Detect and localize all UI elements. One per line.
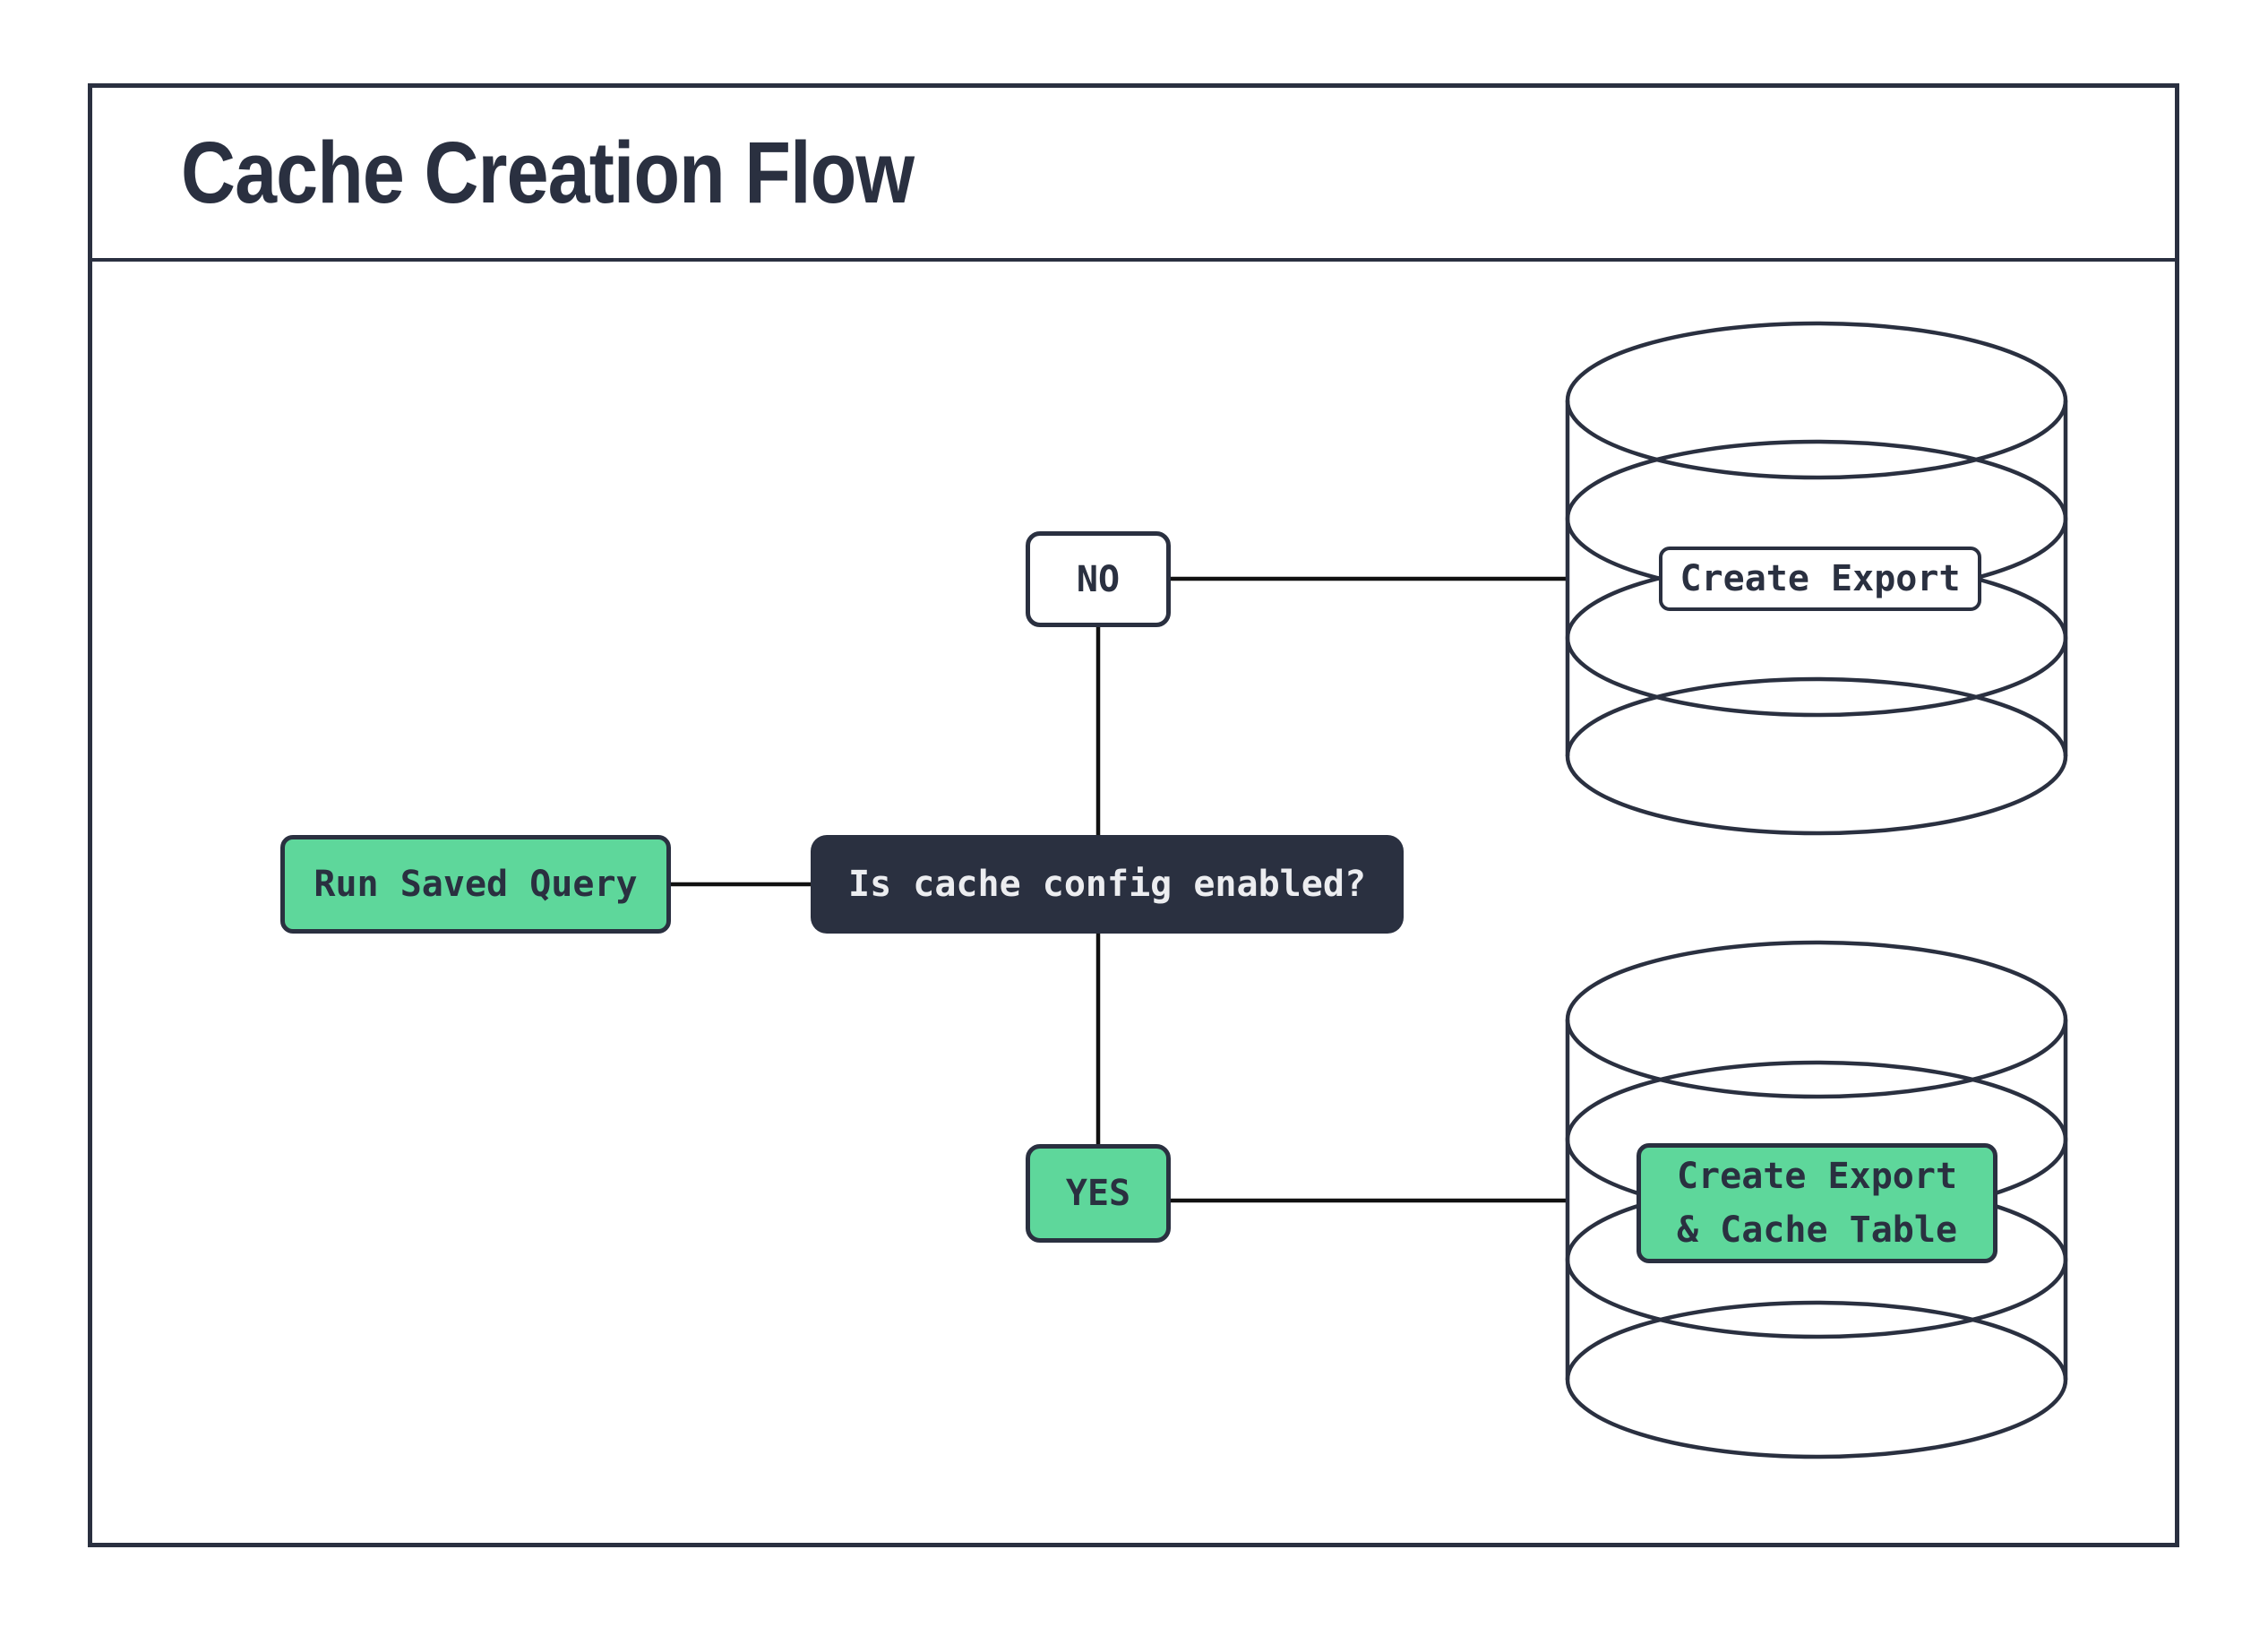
database-cylinder-icon (1565, 321, 2068, 836)
node-run-saved-query: Run Saved Query (280, 835, 671, 934)
node-decision-label: Is cache config enabled? (848, 864, 1366, 905)
branch-label-yes: YES (1026, 1144, 1171, 1243)
branch-no-text: NO (1076, 558, 1121, 600)
branch-label-no: NO (1026, 531, 1171, 627)
node-create-export: Create Export (1659, 547, 1981, 611)
diagram-header: Cache Creation Flow (92, 88, 2175, 262)
diagram-frame: Cache Creation Flow (88, 83, 2179, 1547)
node-create-export-cache-table-line2: & Cache Table (1676, 1209, 1958, 1251)
node-create-export-cache-table: Create Export & Cache Table (1637, 1143, 1997, 1263)
branch-yes-text: YES (1065, 1173, 1131, 1214)
database-cylinder-icon (1565, 940, 2068, 1459)
node-create-export-cache-table-line1: Create Export (1676, 1156, 1958, 1197)
connector-lines (671, 576, 1569, 1203)
diagram-title: Cache Creation Flow (181, 124, 915, 221)
node-run-saved-query-label: Run Saved Query (314, 864, 638, 905)
node-decision-cache-config: Is cache config enabled? (811, 835, 1404, 934)
node-create-export-label: Create Export (1680, 558, 1961, 599)
